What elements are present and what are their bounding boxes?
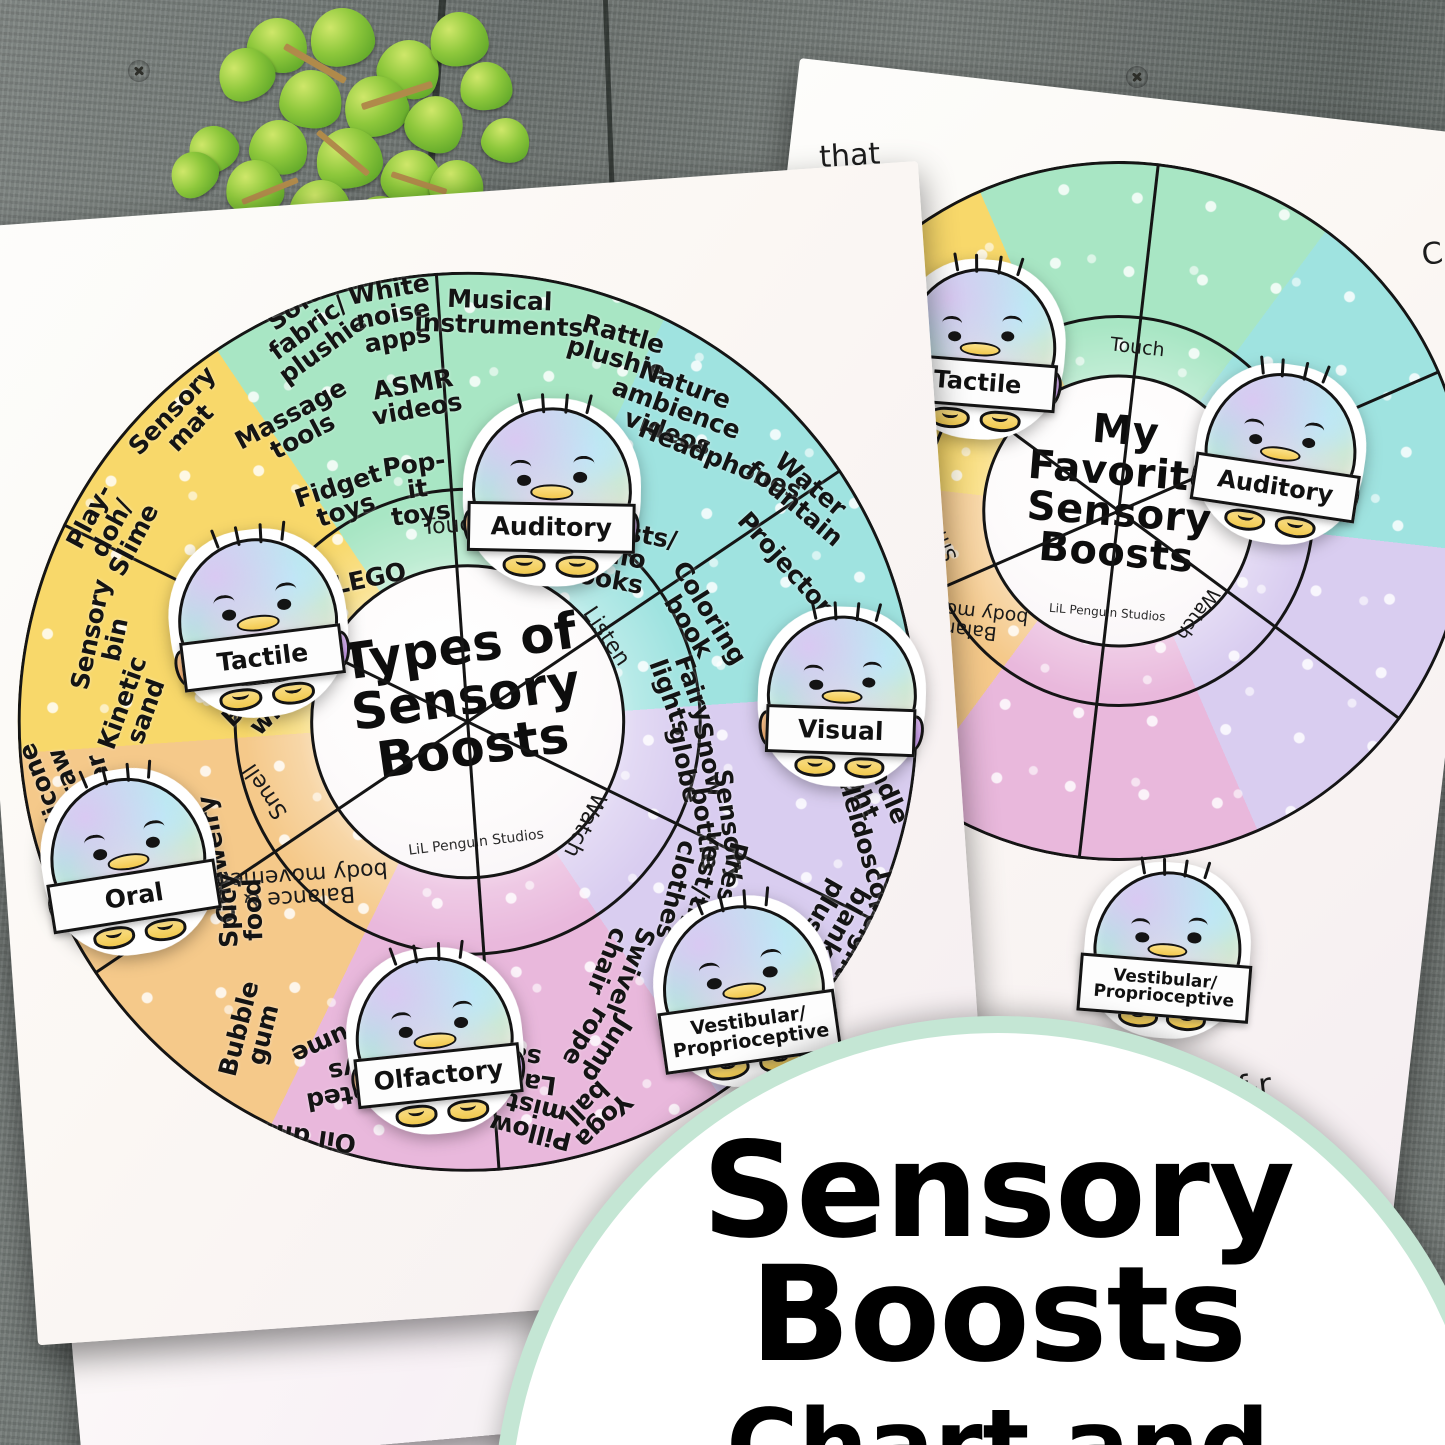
wheel-item-label: Musical instruments: [413, 283, 584, 343]
hair-tuft: [1162, 857, 1166, 876]
hair-tuft: [833, 601, 837, 621]
penguin-eye: [809, 679, 823, 691]
penguin-brow: [862, 661, 883, 677]
penguin-sign: Vestibular/ Proprioceptive: [1076, 953, 1253, 1025]
penguin-brow: [1188, 917, 1209, 933]
penguin-foot: [555, 555, 599, 579]
penguin-brow: [759, 947, 783, 967]
penguin-brow: [803, 664, 824, 680]
penguin-brow: [390, 1011, 413, 1029]
penguin-mascot-olfactory: Olfactory: [337, 939, 533, 1143]
penguin-brow: [1130, 917, 1151, 934]
wheel-item-label: Spicy food: [211, 872, 269, 949]
penguin-eye: [572, 471, 588, 483]
penguin-brow: [1001, 315, 1023, 332]
penguin-sign: Visual: [764, 703, 917, 757]
leaf-icon: [457, 59, 515, 113]
penguin-mascot-oral: Oral: [28, 756, 230, 968]
penguin-mascot-p2-auditory: Auditory: [1182, 352, 1378, 556]
penguin-brow: [942, 315, 963, 332]
badge-title-line1: Sensory: [702, 1114, 1295, 1268]
penguin-mascot-tactile: Tactile: [158, 519, 359, 728]
screw-icon: [1126, 66, 1148, 88]
penguin-eye: [1187, 932, 1202, 944]
penguin-sign: Auditory: [466, 501, 636, 555]
penguin-brow: [573, 455, 595, 471]
badge-title-line2: Boosts: [749, 1238, 1247, 1393]
penguin-mascot-auditory: Auditory: [461, 392, 643, 588]
badge-subtitle: Chart and Worksheet: [510, 1389, 1445, 1445]
leaf-icon: [476, 112, 536, 168]
wheel-item-label: Pop- it toys: [380, 445, 453, 532]
penguin-mascot-visual: Visual: [754, 601, 929, 790]
worksheet-edge-text-right: C: [1419, 235, 1445, 274]
penguin-brow: [451, 999, 474, 1017]
hair-tuft: [975, 254, 979, 273]
wheel-item-label: Pillow/ blanket: [221, 1199, 334, 1202]
penguin-mascot-p2-vestibular: Vestibular/ Proprioceptive: [1076, 855, 1257, 1045]
penguin-brow: [697, 961, 721, 980]
penguin-brow: [510, 459, 532, 475]
